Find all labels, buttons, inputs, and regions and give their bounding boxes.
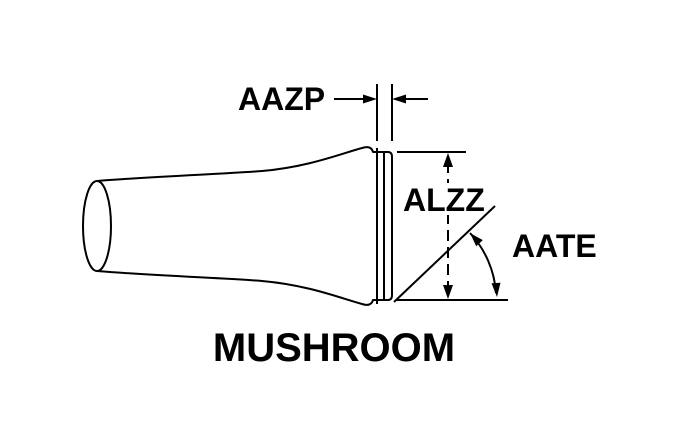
angle-reference-line: [393, 205, 496, 303]
aate-arrow-top: [470, 233, 483, 247]
alzz-label-background: [399, 183, 497, 215]
aazp-arrow-right: [392, 94, 406, 104]
mushroom-body-outline: [96, 146, 393, 306]
aazp-arrow-left: [363, 94, 377, 104]
aazp-dimension-label: AAZP: [238, 81, 325, 117]
aate-arrow-bottom: [491, 282, 501, 297]
diagram-title: MUSHROOM: [213, 326, 455, 370]
alzz-arrow-top: [443, 153, 453, 167]
alzz-dimension-label: ALZZ: [403, 182, 485, 218]
aate-dimension-label: AATE: [512, 228, 597, 264]
alzz-arrow-bottom: [443, 285, 453, 299]
shaft-end-ellipse: [82, 180, 112, 272]
